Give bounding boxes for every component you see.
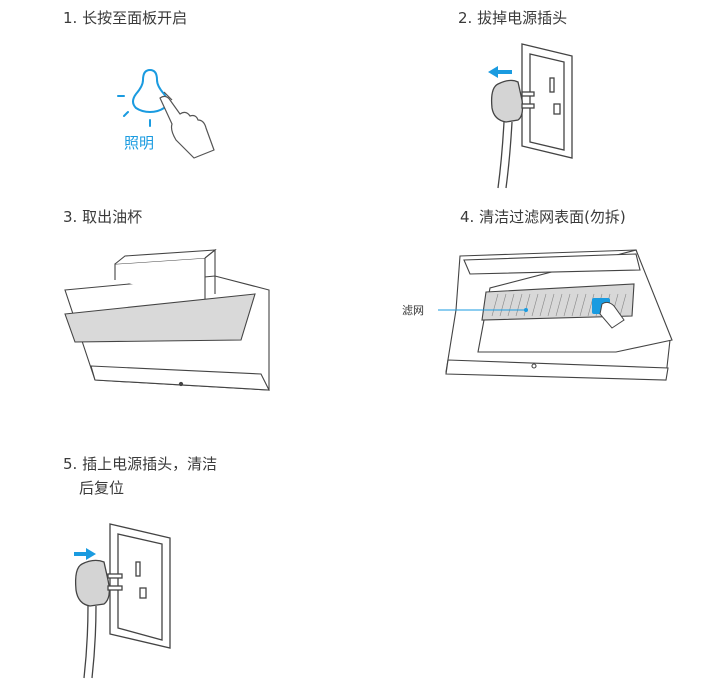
hand-icon bbox=[159, 91, 215, 159]
filter-callout-label: 滤网 bbox=[402, 304, 424, 317]
step-4-illustration bbox=[436, 240, 676, 390]
range-hood-icon bbox=[64, 248, 270, 391]
step-1-illustration: 照明 bbox=[110, 60, 220, 160]
lighting-label: 照明 bbox=[124, 134, 154, 152]
step-1-title: 1. 长按至面板开启 bbox=[63, 9, 188, 27]
wall-socket-icon bbox=[521, 43, 573, 159]
step-3-title: 3. 取出油杯 bbox=[63, 208, 143, 226]
step-2-illustration bbox=[478, 38, 618, 198]
insert-arrow-icon bbox=[74, 548, 96, 560]
step-5-illustration bbox=[66, 518, 206, 688]
plug-icon bbox=[74, 559, 123, 679]
bulb-icon bbox=[117, 68, 168, 127]
range-hood-open-icon bbox=[445, 249, 673, 381]
step-5-title-line2: 后复位 bbox=[79, 479, 125, 497]
step-5-title: 5. 插上电源插头，清洁 后复位 bbox=[63, 452, 217, 500]
cleaning-cloth-icon bbox=[592, 298, 625, 329]
step-4-title: 4. 清洁过滤网表面(勿拆) bbox=[460, 208, 626, 226]
step-3-illustration bbox=[55, 248, 275, 400]
unplug-arrow-icon bbox=[488, 66, 512, 78]
step-2-title: 2. 拔掉电源插头 bbox=[458, 9, 568, 27]
wall-socket-icon bbox=[109, 523, 171, 649]
plug-icon bbox=[490, 79, 535, 189]
step-5-title-line1: 5. 插上电源插头，清洁 bbox=[63, 455, 218, 473]
